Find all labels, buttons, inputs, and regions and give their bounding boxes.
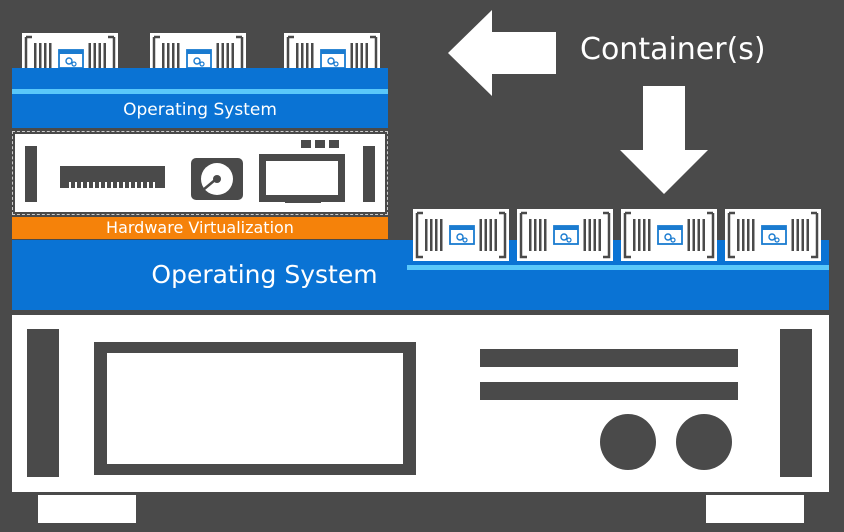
- virtual-hardware-icons: [15, 134, 385, 212]
- hard-disk-icon: [191, 158, 243, 200]
- arrow-down-icon: [620, 86, 708, 194]
- monitor-icon: [259, 140, 345, 203]
- container-box-icon: [725, 209, 821, 261]
- container-box-icon: [621, 209, 717, 261]
- vm-os-label: Operating System: [123, 100, 277, 120]
- hardware-virtualization-label: Hardware Virtualization: [106, 218, 294, 237]
- server-chassis-icon: [12, 315, 829, 523]
- virtual-hardware-box: [12, 131, 388, 215]
- containers-label: Container(s): [580, 32, 766, 67]
- container-box-icon: [517, 209, 613, 261]
- container-box-icon: [413, 209, 509, 261]
- arrow-left-icon: [448, 10, 556, 96]
- host-os-stripe: [407, 265, 829, 270]
- hardware-virtualization-bar: Hardware Virtualization: [12, 217, 388, 239]
- vm-os-bar: Operating System: [12, 68, 388, 128]
- memory-module-icon: [60, 166, 165, 188]
- vm-os-stripe: [12, 89, 388, 94]
- host-os-label: Operating System: [151, 260, 378, 289]
